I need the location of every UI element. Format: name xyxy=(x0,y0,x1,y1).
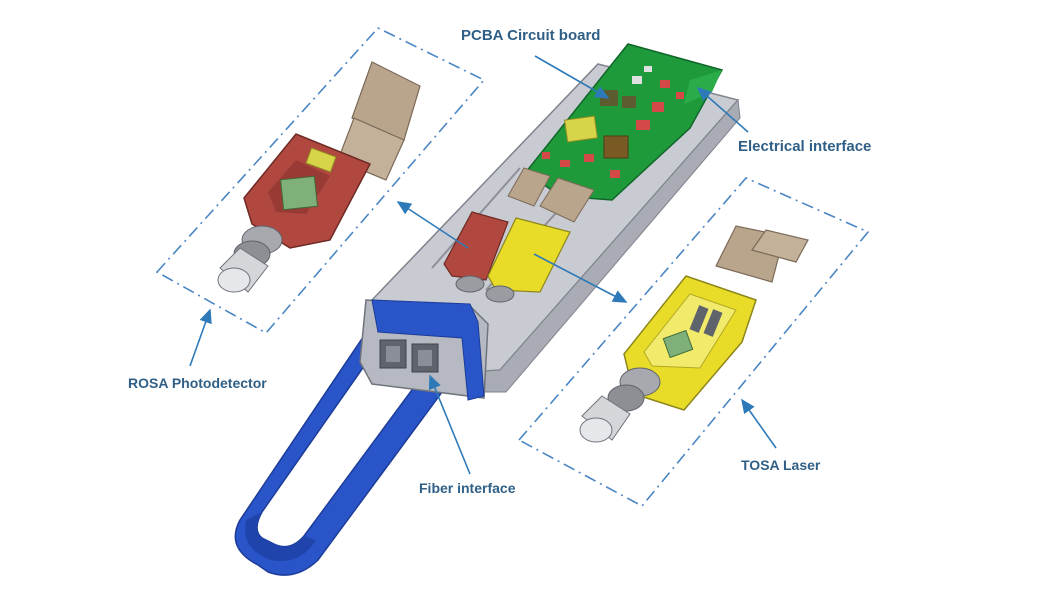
module-rosa-block xyxy=(443,211,509,281)
rosa-arrow-line xyxy=(396,201,469,249)
fiber-callout-line xyxy=(428,374,471,475)
electrical-interface-label: Electrical interface xyxy=(738,138,872,155)
pcba-board xyxy=(524,43,724,201)
tosa-label-callout-line xyxy=(741,398,777,449)
rosa-label-callout-line xyxy=(189,308,212,367)
rosa-dashed-box xyxy=(155,27,486,335)
pcba-label: PCBA Circuit board xyxy=(461,27,601,44)
rosa-label: ROSA Photodetector xyxy=(128,375,267,391)
rosa-detail xyxy=(217,61,421,293)
tosa-arrow-line xyxy=(533,253,628,303)
pcba-callout-line xyxy=(534,55,610,99)
tosa-label: TOSA Laser xyxy=(741,457,821,473)
tosa-dashed-box xyxy=(517,177,870,508)
fiber-interface-label: Fiber interface xyxy=(419,480,516,496)
tosa-detail xyxy=(579,225,809,443)
electrical-callout-line xyxy=(696,86,749,133)
